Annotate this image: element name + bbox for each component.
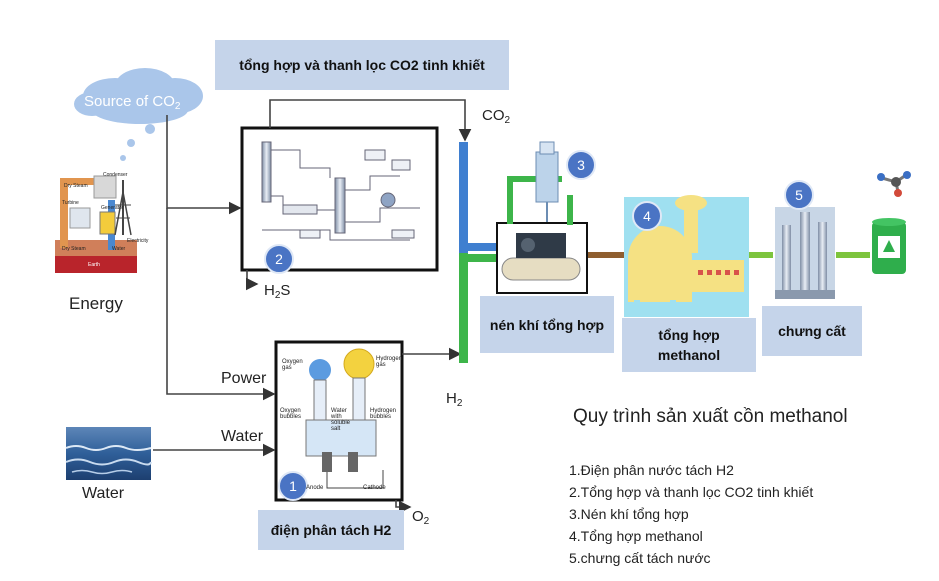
water-salt-label: Water with soluble salt — [331, 408, 351, 432]
distill-box: chưng cất — [762, 306, 862, 356]
energy-plant-illustration — [55, 175, 137, 273]
dry-steam-bottom-label: Dry Steam — [62, 246, 86, 252]
electricity-label: Electricity — [127, 238, 149, 244]
step-item: 3.Nén khí tổng hợp — [569, 506, 689, 522]
cathode-label: Cathode — [363, 485, 386, 491]
oxygen-gas-label: Oxygen gas — [282, 359, 303, 371]
dry-steam-label: Dry Steam — [64, 183, 88, 189]
pipe-5-to-product — [836, 252, 870, 258]
o2-label-text: O — [412, 508, 424, 525]
anode-label: Anode — [306, 485, 324, 491]
badge-2: 2 — [264, 244, 294, 274]
h2-pipe — [459, 253, 468, 363]
legend-title: Quy trình sản xuất cồn methanol — [573, 406, 848, 427]
badge-1: 1 — [278, 471, 308, 501]
o2-label: O2 — [412, 508, 429, 527]
water-inner-label: Water — [112, 246, 126, 252]
step-item: 1.Điện phân nước tách H2 — [569, 462, 734, 478]
h2s-label-after: S — [280, 282, 291, 299]
distillation-illustration — [775, 207, 835, 299]
turbine-label: Turbine — [62, 200, 79, 206]
generator-label: Generator — [101, 205, 124, 211]
water-photo — [65, 427, 152, 480]
badge-3: 3 — [566, 150, 596, 180]
co2-pipe — [459, 142, 468, 254]
co2-purification-title: tổng hợp và thanh lọc CO2 tinh khiết — [215, 40, 509, 90]
hydrogen-gas-label: Hydrogen gas — [376, 356, 403, 368]
step-item: 5.chưng cất tách nước — [569, 550, 711, 566]
electrolysis-cell — [305, 348, 384, 489]
h2s-label: H2S — [264, 282, 290, 301]
step-item: 2.Tổng hợp và thanh lọc CO2 tinh khiết — [569, 484, 814, 500]
cloud-label-sub: 2 — [174, 101, 181, 112]
water-caption: Water — [82, 485, 125, 502]
water-arrow-label: Water — [221, 428, 264, 445]
cloud-label: Source of CO2 — [84, 93, 180, 112]
power-label: Power — [221, 370, 267, 387]
h2-label-sub: 2 — [456, 398, 463, 409]
pipe-3-to-4 — [588, 252, 624, 258]
cloud-label-text: Source of CO — [84, 93, 175, 110]
methanol-drum-icon — [872, 218, 906, 274]
pipe-4-to-5 — [749, 252, 773, 258]
co2-purification-schematic — [261, 141, 420, 241]
h2-label: H2 — [446, 390, 462, 409]
earth-label: Earth — [88, 262, 100, 268]
h2-pipe-branch — [459, 254, 499, 262]
co2-pipe-branch — [459, 243, 499, 251]
badge-4: 4 — [632, 201, 662, 231]
connector-lines — [153, 99, 472, 514]
methanol-box: tổng hợp methanol — [622, 318, 756, 372]
h2s-label-sub: 2 — [274, 290, 281, 301]
step-item: 4.Tổng hợp methanol — [569, 528, 703, 544]
co2-label-sub: 2 — [504, 115, 511, 126]
co2-label-text: CO — [482, 107, 505, 124]
compressor-illustration — [496, 141, 588, 294]
compress-box: nén khí tổng hợp — [480, 296, 614, 353]
step-list: 1.Điện phân nước tách H2 2.Tổng hợp và t… — [569, 459, 813, 569]
energy-label: Energy — [69, 294, 123, 313]
h2-label-text: H — [446, 390, 457, 407]
badge-5: 5 — [784, 180, 814, 210]
co2-label: CO2 — [482, 107, 510, 126]
condenser-label: Condenser — [103, 172, 128, 178]
h2s-label-text: H — [264, 282, 275, 299]
electrolysis-box: điện phân tách H2 — [258, 510, 404, 550]
methanol-molecule-icon — [877, 171, 911, 197]
co2-source-cloud — [74, 68, 203, 161]
hydrogen-bubbles-label: Hydrogen bubbles — [370, 408, 397, 420]
o2-label-sub: 2 — [423, 516, 430, 527]
oxygen-bubbles-label: Oxygen bubbles — [280, 408, 302, 420]
